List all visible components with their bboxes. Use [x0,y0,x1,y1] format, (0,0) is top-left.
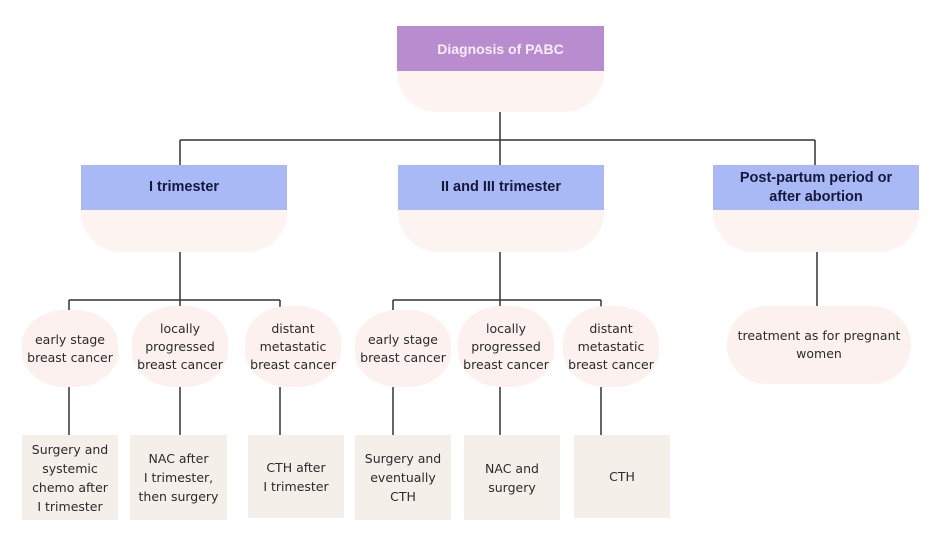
outcome-label: treatment as for pregnant women [737,328,901,361]
condition-label: locally progressed breast cancer [463,320,549,372]
condition-label: locally progressed breast cancer [137,320,223,372]
ii-treatment-early-stage: Surgery and eventually CTH [355,435,451,520]
treatment-label: Surgery and eventually CTH [364,451,442,504]
ii-condition-distant-metastatic: distant metastatic breast cancer [563,306,659,387]
treatment-label: NAC after I trimester, then surgery [138,451,219,504]
i-treatment-distant-metastatic: CTH after I trimester [248,435,344,518]
treatment-label: CTH [609,469,635,484]
ii-condition-locally-progressed: locally progressed breast cancer [458,306,554,387]
i-treatment-locally-progressed: NAC after I trimester, then surgery [130,435,227,520]
root-node-label: Diagnosis of PABC [437,40,564,57]
treatment-label: CTH after I trimester [263,459,329,494]
postpartum-node: Post-partum period or after abortion [713,165,919,210]
ii-iii-trimester-label: II and III trimester [440,179,562,195]
postpartum-outcome: treatment as for pregnant women [727,306,911,384]
condition-label: early stage breast cancer [360,331,446,365]
condition-label: distant metastatic breast cancer [250,320,336,372]
i-condition-early-stage: early stage breast cancer [22,310,118,387]
i-condition-locally-progressed: locally progressed breast cancer [132,306,228,387]
i-condition-distant-metastatic: distant metastatic breast cancer [245,306,341,387]
condition-label: distant metastatic breast cancer [568,320,654,372]
i-trimester-node: I trimester [81,165,287,210]
root-node: Diagnosis of PABC [397,26,604,71]
ii-condition-early-stage: early stage breast cancer [355,310,451,387]
treatment-label: Surgery and systemic chemo after I trime… [31,441,109,514]
ii-treatment-distant-metastatic: CTH [574,435,670,518]
postpartum-label: Post-partum period or after abortion [739,169,893,205]
i-treatment-early-stage: Surgery and systemic chemo after I trime… [22,435,118,520]
condition-label: early stage breast cancer [27,331,113,365]
treatment-label: NAC and surgery [485,460,539,495]
ii-iii-trimester-node: II and III trimester [398,165,604,210]
ii-treatment-locally-progressed: NAC and surgery [464,435,560,520]
i-trimester-label: I trimester [148,179,220,195]
